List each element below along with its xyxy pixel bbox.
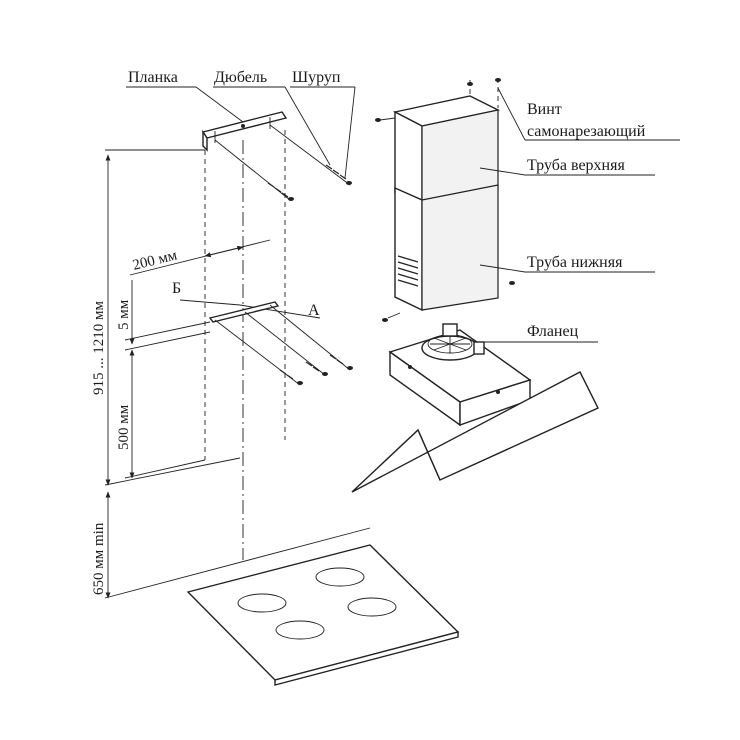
mounting-bracket [201,111,288,152]
dim-915-1210: 915 ... 1210 мм [91,301,107,395]
cooktop [186,544,460,686]
label-shurup: Шуруп [292,69,341,86]
self-tapping-screws [375,78,515,322]
burner [347,597,397,617]
label-vint-1: Винт [527,101,562,118]
burner [315,567,365,587]
burner [237,593,287,613]
wall-mounting-scheme [104,86,371,599]
dim-200: 200 мм [131,247,179,274]
dim-500: 500 мм [116,404,132,450]
upper-pipe [392,95,501,207]
lower-dowels [214,304,353,386]
vent-slots [397,255,419,287]
label-point-a: А [308,302,320,319]
hood-assembly [351,78,680,493]
lower-pipe [394,184,499,312]
label-dyubel: Дюбель [214,69,267,86]
dim-650-min: 650 мм min [91,522,107,595]
label-flanets: Фланец [527,323,579,340]
label-point-b: Б [172,280,181,297]
label-vint-2: самонарезающий [527,123,646,140]
dim-5: 5 мм [116,299,132,330]
label-truba-verkhnyaya: Труба верхняя [527,157,625,174]
label-planka: Планка [128,69,178,86]
flange [421,323,485,361]
top-dowels [214,124,352,201]
label-truba-nizhnyaya: Труба нижняя [527,254,623,271]
burner [275,620,325,640]
